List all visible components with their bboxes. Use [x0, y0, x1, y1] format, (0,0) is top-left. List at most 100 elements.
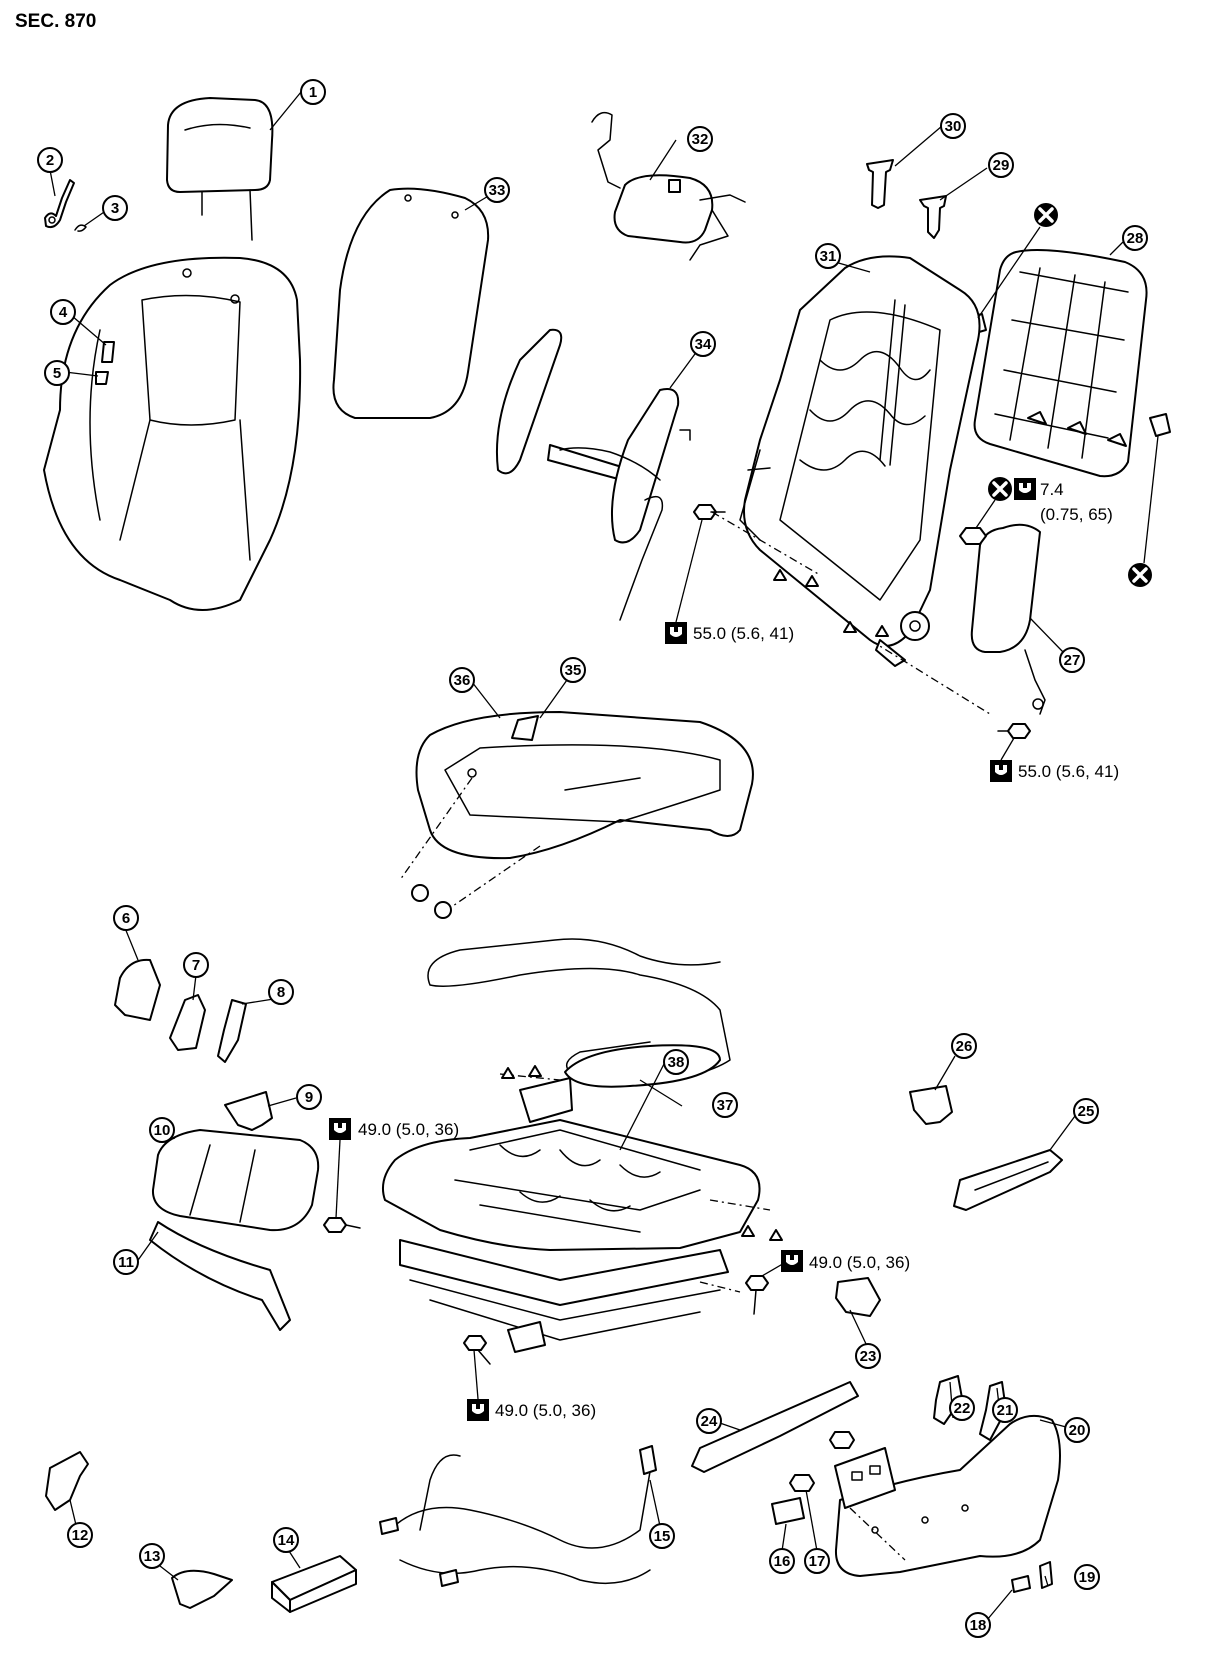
torque-value: 49.0 (5.0, 36)	[495, 1401, 596, 1420]
torque-value-sub: (0.75, 65)	[1040, 505, 1113, 524]
callout-number-6: 6	[122, 910, 130, 927]
torque-spec-frame-bottom: 49.0 (5.0, 36)	[467, 1399, 596, 1421]
torque-spec-frame-right: 49.0 (5.0, 36)	[781, 1250, 910, 1272]
part-33-seatback-pad	[332, 187, 490, 419]
callout-circle-13	[139, 1543, 165, 1569]
callout-number-38: 38	[668, 1054, 685, 1071]
bolt-left-recliner	[693, 504, 726, 520]
callout-circle-31	[815, 243, 841, 269]
callout-circle-27	[1059, 647, 1085, 673]
callout-number-17: 17	[809, 1553, 826, 1570]
torque-value: 49.0 (5.0, 36)	[358, 1120, 459, 1139]
leader-nonreusable-nut	[975, 499, 996, 529]
callout-number-24: 24	[701, 1413, 718, 1430]
callout-circle-34	[690, 331, 716, 357]
leader-nonreusable-right	[1143, 435, 1159, 564]
callout-number-26: 26	[956, 1038, 973, 1055]
torque-value: 55.0 (5.6, 41)	[1018, 762, 1119, 781]
callout-number-18: 18	[970, 1617, 987, 1634]
leader-torque-frame-top	[335, 1139, 341, 1219]
callout-circle-30	[940, 113, 966, 139]
leader-torque-frame-bottom	[473, 1349, 479, 1400]
arrow-mark-3	[843, 621, 857, 633]
callout-circle-21	[992, 1397, 1018, 1423]
callout-circle-32	[687, 126, 713, 152]
callout-number-11: 11	[118, 1254, 134, 1271]
part-3-clip	[74, 224, 87, 232]
callout-number-19: 19	[1079, 1569, 1096, 1586]
non-reusable-icon	[1032, 201, 1060, 229]
part-12-cover	[45, 1451, 89, 1511]
part-26-cover	[909, 1085, 953, 1125]
callout-circle-1	[300, 79, 326, 105]
leader-torque-recliner-right	[1000, 737, 1015, 761]
torque-spec-frame-top: 49.0 (5.0, 36)	[329, 1118, 459, 1140]
callout-number-9: 9	[305, 1089, 313, 1106]
section-title: SEC. 870	[15, 11, 96, 32]
torque-wrench-icon	[665, 622, 687, 644]
alignment-line-recliner	[711, 511, 991, 715]
callout-number-13: 13	[144, 1548, 161, 1565]
callout-circle-37	[712, 1092, 738, 1118]
arrow-mark-8	[769, 1229, 783, 1241]
bolt-frame-bottom	[463, 1335, 491, 1365]
part-31-seatback-frame	[739, 255, 981, 667]
callout-circle-17	[804, 1548, 830, 1574]
callout-number-16: 16	[774, 1553, 791, 1570]
part-25-rail-cover	[953, 1149, 1063, 1211]
callout-number-4: 4	[59, 304, 68, 321]
callout-number-27: 27	[1064, 652, 1081, 669]
part-32-side-airbag	[591, 111, 746, 261]
alignment-line-cushion	[399, 777, 541, 909]
callout-circle-18	[965, 1612, 991, 1638]
callout-number-25: 25	[1078, 1103, 1095, 1120]
callout-circle-35	[560, 657, 586, 683]
callout-circle-4	[50, 299, 76, 325]
callout-number-35: 35	[565, 662, 582, 679]
torque-spec-recliner-right: 55.0 (5.6, 41)	[990, 760, 1119, 782]
callout-circle-29	[988, 152, 1014, 178]
callout-circle-8	[268, 979, 294, 1005]
arrow-mark-4	[875, 625, 889, 637]
callout-number-29: 29	[993, 157, 1010, 174]
torque-value: 7.4	[1040, 480, 1064, 499]
callout-number-37: 37	[717, 1097, 734, 1114]
callout-number-30: 30	[945, 118, 962, 135]
callout-number-21: 21	[997, 1402, 1014, 1419]
callout-circle-20	[1064, 1417, 1090, 1443]
board-clip-right	[1149, 413, 1171, 437]
seatback-trim	[43, 256, 302, 611]
part-19-clip	[1039, 1561, 1053, 1589]
callout-number-36: 36	[454, 672, 471, 689]
callout-circle-14	[273, 1527, 299, 1553]
leader-torque-frame-right	[761, 1261, 787, 1277]
part-34-side-support	[495, 328, 691, 621]
callout-number-15: 15	[654, 1528, 671, 1545]
bolt-frame-right	[745, 1275, 769, 1315]
callout-circle-2	[37, 147, 63, 173]
part-30-clip	[866, 159, 894, 209]
callout-number-8: 8	[277, 984, 285, 1001]
non-reusable-icon	[1126, 561, 1154, 589]
callout-number-7: 7	[192, 957, 200, 974]
leader-torque-recliner-left	[675, 519, 703, 623]
callout-circle-28	[1122, 225, 1148, 251]
alignment-line-switch	[849, 1507, 906, 1561]
callout-number-14: 14	[278, 1532, 295, 1549]
callout-leaders	[49, 91, 1126, 1621]
part-15-harness	[379, 1445, 657, 1587]
part-13-bracket	[171, 1569, 233, 1609]
callout-circle-26	[951, 1033, 977, 1059]
callout-circle-19	[1074, 1564, 1100, 1590]
callout-circle-7	[183, 952, 209, 978]
callout-number-3: 3	[111, 200, 119, 217]
part-7-trim	[169, 994, 206, 1051]
callout-circle-38	[663, 1049, 689, 1075]
callout-circle-16	[769, 1548, 795, 1574]
part-24-trim	[691, 1381, 859, 1473]
callout-number-34: 34	[695, 336, 712, 353]
part-1-headrest	[166, 97, 274, 241]
callout-number-2: 2	[46, 152, 54, 169]
arrow-mark-2	[805, 575, 819, 587]
